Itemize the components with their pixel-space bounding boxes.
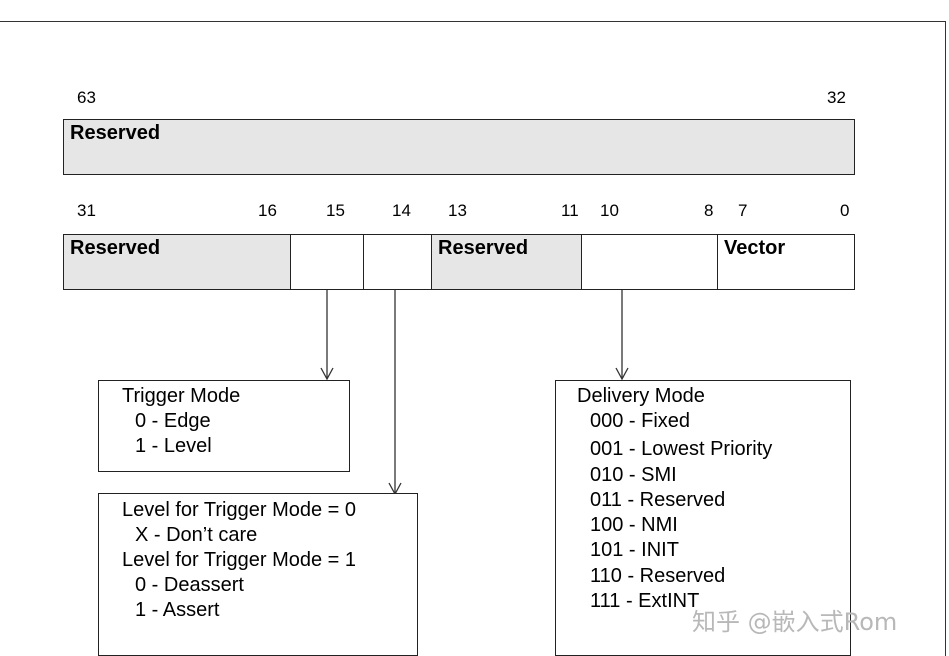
- delivery-mode-nmi: 100 - NMI: [590, 514, 678, 536]
- level-deassert: 0 - Deassert: [135, 574, 244, 596]
- level-trigger1-title: Level for Trigger Mode = 1: [122, 549, 357, 571]
- level-assert: 1 - Assert: [135, 599, 220, 621]
- bit-7-label: 7: [738, 201, 748, 220]
- frame-right-border: [945, 21, 946, 656]
- trigger-mode-arrowhead: [320, 367, 334, 381]
- delivery-mode-reserved-011: 011 - Reserved: [590, 489, 726, 511]
- lower-reserved-field-31-16: Reserved: [63, 234, 292, 290]
- level-trigger0-title: Level for Trigger Mode = 0: [122, 499, 357, 521]
- delivery-mode-box: [555, 380, 851, 656]
- delivery-mode-fixed: 000 - Fixed: [590, 410, 691, 432]
- frame-top-border: [0, 21, 946, 22]
- delivery-mode-init: 101 - INIT: [590, 539, 679, 561]
- trigger-mode-title: Trigger Mode: [122, 385, 241, 407]
- bit-63-label: 63: [77, 88, 96, 107]
- delivery-mode-reserved-110: 110 - Reserved: [590, 565, 726, 587]
- bit-14-label: 14: [392, 201, 411, 220]
- delivery-mode-smi: 010 - SMI: [590, 464, 677, 486]
- bit-0-label: 0: [840, 201, 850, 220]
- watermark: 知乎 @嵌入式Rom: [692, 608, 898, 636]
- level-box: [98, 493, 418, 656]
- trigger-mode-option-level: 1 - Level: [135, 435, 212, 457]
- delivery-mode-arrowhead: [615, 367, 629, 381]
- bit-31-label: 31: [77, 201, 96, 220]
- delivery-mode-title: Delivery Mode: [577, 385, 705, 407]
- vector-field: Vector: [717, 234, 855, 290]
- trigger-mode-box: [98, 380, 350, 472]
- bit-11-label: 11: [561, 201, 579, 220]
- delivery-mode-extint: 111 - ExtINT: [590, 590, 700, 612]
- bit-10-label: 10: [600, 201, 619, 220]
- bit-15-label: 15: [326, 201, 345, 220]
- delivery-mode-lowest-priority: 001 - Lowest Priority: [590, 438, 773, 460]
- bit-8-label: 8: [704, 201, 714, 220]
- bit-13-label: 13: [448, 201, 467, 220]
- level-dont-care: X - Don’t care: [135, 524, 258, 546]
- bit-16-label: 16: [258, 201, 277, 220]
- upper-reserved-field: Reserved: [63, 119, 855, 175]
- trigger-mode-bit-field: [290, 234, 365, 290]
- trigger-mode-option-edge: 0 - Edge: [135, 410, 211, 432]
- bit-32-label: 32: [827, 88, 846, 107]
